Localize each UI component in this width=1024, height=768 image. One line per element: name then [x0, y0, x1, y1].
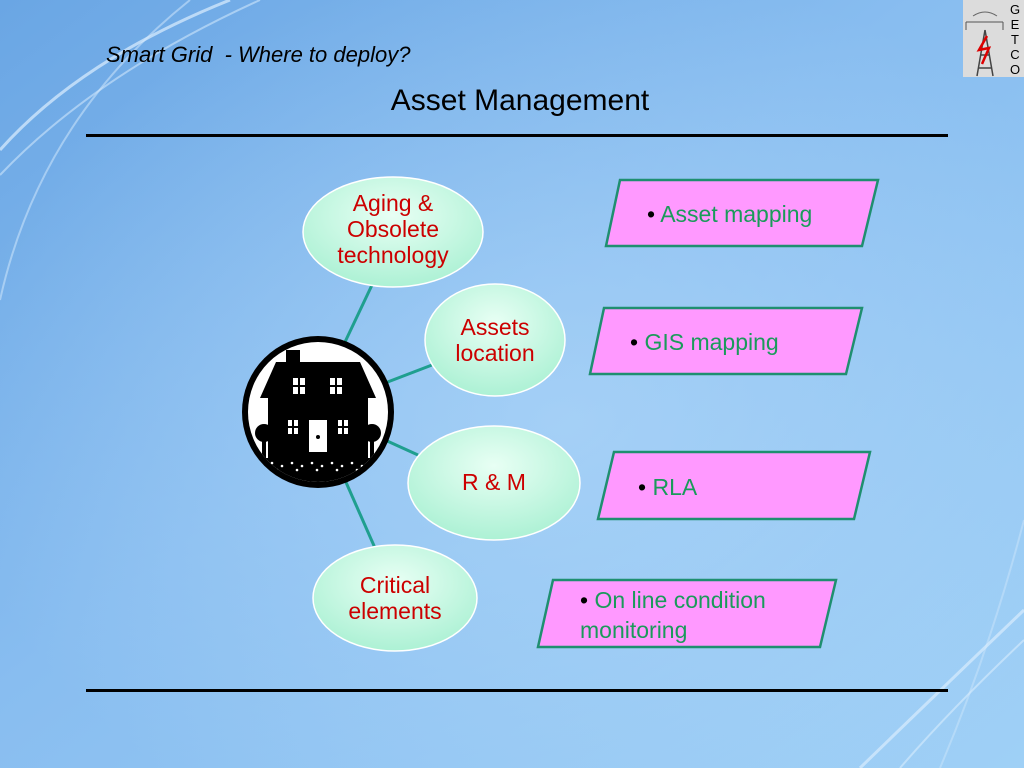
- connector-line: [343, 479, 377, 549]
- top-divider: [86, 134, 948, 137]
- node-aging-obsolete: [302, 176, 484, 288]
- box-rla: [596, 450, 872, 521]
- node-label-critical-elements: Critical elements: [348, 572, 442, 624]
- logo-wordmark: G E T C O: [1009, 2, 1021, 77]
- company-logo: [963, 0, 1024, 77]
- house-icon: [242, 336, 394, 488]
- box-asset-mapping: [604, 178, 880, 248]
- box-label-online-condition: • On line condition monitoring: [580, 587, 766, 643]
- box-label-gis-mapping: • GIS mapping: [630, 329, 779, 355]
- node-label-assets-location: Assets location: [455, 314, 535, 366]
- connector-line: [343, 284, 374, 343]
- connector-line: [384, 363, 433, 385]
- box-gis-mapping: [588, 306, 864, 376]
- node-assets-location: [424, 283, 566, 397]
- connector-line: [384, 438, 419, 457]
- box-label-rla: • RLA: [638, 474, 698, 500]
- bottom-divider: [86, 689, 948, 692]
- slide-subtitle: Smart Grid - Where to deploy?: [106, 42, 411, 67]
- box-online-condition: [536, 578, 838, 649]
- slide-title: Asset Management: [390, 84, 650, 117]
- node-critical-elements: [312, 544, 478, 652]
- node-r-and-m: [407, 425, 581, 541]
- box-label-asset-mapping: • Asset mapping: [647, 201, 813, 227]
- node-label-r-and-m: R & M: [462, 469, 526, 495]
- transmission-tower-icon: [965, 11, 1004, 77]
- node-label-aging: Aging & Obsolete technology: [337, 190, 449, 268]
